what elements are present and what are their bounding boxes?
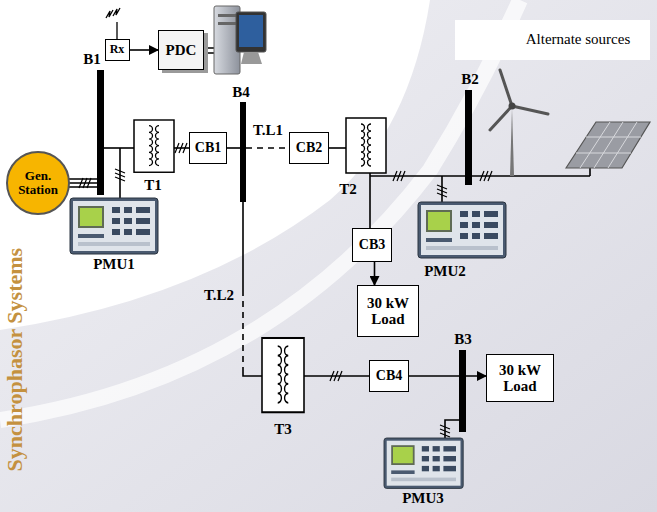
pmu-name: PMU3	[402, 490, 444, 507]
gen-feeder	[69, 179, 98, 187]
wind-turbine	[490, 70, 548, 176]
connector-line	[374, 262, 376, 285]
node-text: 30 kW Load	[490, 362, 550, 395]
computer-icon	[214, 6, 266, 74]
bus-bar	[97, 70, 104, 195]
transformer-symbol	[134, 120, 174, 172]
transformer-name: T2	[339, 181, 357, 198]
breaker-box: CB2	[289, 132, 329, 164]
phase-ticks	[330, 371, 342, 381]
node-text: CB3	[359, 237, 385, 252]
panel-title: Alternate sources	[526, 31, 631, 48]
connector-line	[246, 147, 289, 149]
connector	[409, 376, 486, 377]
pmu-device	[70, 198, 158, 254]
transformer-symbol	[346, 118, 386, 173]
connector-line	[227, 147, 246, 149]
connector-line	[409, 375, 486, 377]
breaker-box: CB4	[369, 360, 409, 392]
bus-bar	[459, 350, 466, 432]
node-text: CB1	[195, 140, 221, 155]
phase-ticks	[79, 178, 91, 188]
line-name: T.L1	[253, 122, 283, 139]
bus-name: B1	[83, 51, 101, 68]
receiver-box: Rx	[105, 39, 130, 61]
load-box: 30 kW Load	[357, 285, 419, 337]
phase-ticks	[393, 171, 405, 181]
wires	[104, 148, 590, 440]
node-text: CB4	[376, 368, 402, 383]
node-text: Rx	[110, 43, 125, 56]
load-box: 30 kW Load	[486, 354, 554, 402]
bus-name: B4	[232, 84, 250, 101]
phase-ticks	[115, 169, 125, 181]
antenna-icon	[106, 8, 120, 40]
connector	[374, 262, 375, 285]
pmu-device	[384, 438, 463, 488]
transformer-name: T3	[274, 421, 292, 438]
watermark: Synchrophasor Systems	[2, 248, 27, 472]
connector-line	[130, 49, 159, 51]
phase-ticks	[437, 185, 447, 197]
bus-bar	[465, 90, 472, 185]
phase-ticks	[175, 143, 187, 153]
solar-panel	[566, 122, 650, 168]
background-highlight	[0, 0, 520, 420]
pmu-name: PMU1	[93, 256, 135, 273]
breaker-box: CB1	[189, 132, 227, 164]
generator-circle: Gen. Station	[6, 151, 70, 215]
bus-bar	[240, 102, 246, 202]
transformer-symbol	[262, 338, 304, 412]
line-name: T.L2	[204, 287, 234, 304]
connector	[130, 50, 159, 51]
phase-ticks	[440, 425, 450, 437]
node-text: PDC	[166, 42, 197, 59]
transformer-name: T1	[144, 177, 162, 194]
bus-name: B2	[461, 71, 479, 88]
node-text: CB2	[296, 140, 322, 155]
breaker-box: CB3	[352, 228, 392, 262]
node-text: Gen. Station	[10, 169, 66, 198]
pmu-name: PMU2	[424, 263, 466, 280]
pmu-device	[418, 202, 506, 258]
bus-name: B3	[454, 331, 472, 348]
sources-panel	[455, 20, 650, 60]
pdc-box: PDC	[158, 30, 204, 70]
connector	[227, 148, 289, 149]
pdc-computer-link	[206, 48, 214, 53]
node-text: 30 kW Load	[361, 295, 415, 328]
phase-ticks	[480, 171, 492, 181]
